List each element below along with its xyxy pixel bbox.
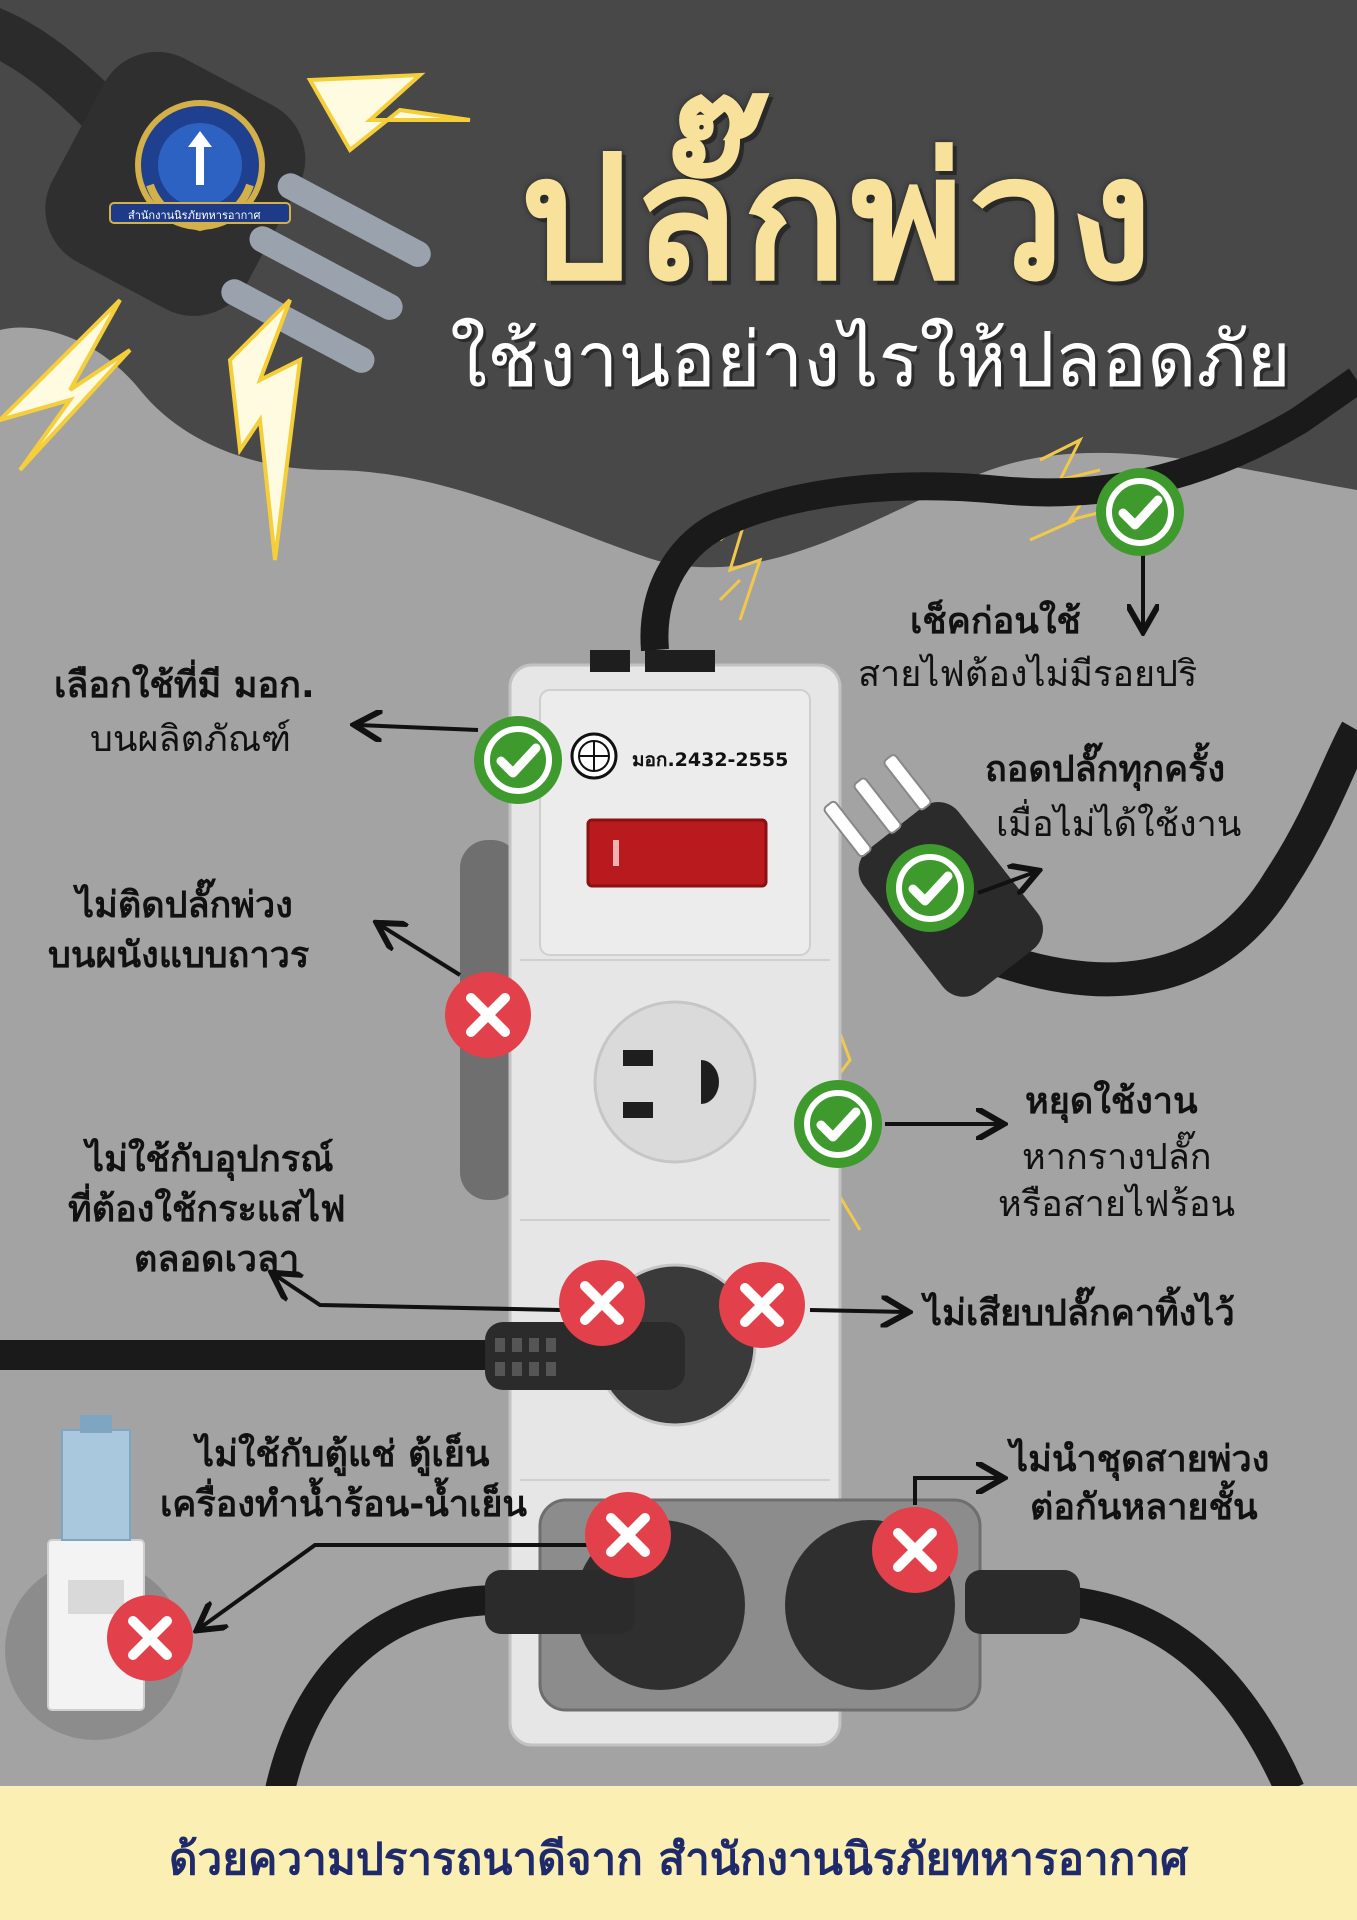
arrow <box>380 925 462 977</box>
bottom-cord <box>265 1585 1304 1797</box>
tis-code-label: มอก.2432-2555 <box>632 749 789 771</box>
tis-mark-icon <box>570 732 618 780</box>
outlet-socket <box>593 1000 757 1164</box>
tip-unplug-detail: เมื่อไม่ได้ใช้งาน <box>996 804 1242 845</box>
tip-chain-line1: ไม่นำชุดสายพ่วง <box>1010 1439 1270 1480</box>
page-subtitle: ใช้งานอย่างไรให้ปลอดภัย <box>450 315 1292 404</box>
cross-icon <box>445 972 531 1058</box>
cross-icon <box>585 1492 671 1578</box>
tip-check-detail: สายไฟต้องไม่มีรอยปริ <box>858 654 1198 695</box>
cross-icon <box>719 1262 805 1348</box>
dark-background <box>0 0 1357 568</box>
power-switch <box>586 818 768 888</box>
tip-hot-line1: หากรางปลั๊ก <box>1022 1137 1212 1178</box>
tip-chain-line2: ต่อกันหลายชั้น <box>1030 1487 1258 1528</box>
cross-icon <box>107 1595 193 1681</box>
tip-fridge-line2: เครื่องทำน้ำร้อน-น้ำเย็น <box>160 1484 528 1525</box>
tip-hot-line2: หรือสายไฟร้อน <box>998 1184 1236 1225</box>
arrow <box>913 1478 1000 1505</box>
tip-continuous-line3: ตลอดเวลา <box>134 1239 300 1280</box>
right-plug-cord <box>994 721 1357 997</box>
page-title: ปลั๊กพ่วง <box>520 118 1157 319</box>
cross-icon <box>559 1260 645 1346</box>
arrow <box>358 725 479 730</box>
lightning-icon <box>0 72 471 561</box>
tip-tis-heading: เลือกใช้ที่มี มอก. <box>54 665 315 706</box>
tip-hot-heading: หยุดใช้งาน <box>1025 1081 1198 1122</box>
check-icon <box>474 716 562 804</box>
strip-cord-top <box>640 368 1357 652</box>
tip-continuous-line1: ไม่ใช้กับอุปกรณ์ <box>86 1139 334 1180</box>
tip-tis-detail: บนผลิตภัณฑ์ <box>90 719 292 760</box>
tip-leave-plugged: ไม่เสียบปลั๊กคาทิ้งไว้ <box>924 1293 1235 1334</box>
tip-wall-line2: บนผนังแบบถาวร <box>48 935 310 976</box>
arrow <box>200 1543 590 1628</box>
tip-wall-line1: ไม่ติดปลั๊กพ่วง <box>76 885 293 926</box>
footer-banner: ด้วยความปรารถนาดีจาก สำนักงานนิรภัยทหารอ… <box>0 1786 1357 1920</box>
tip-fridge-line1: ไม่ใช้กับตู้แช่ ตู้เย็น <box>196 1434 490 1475</box>
arrow <box>809 1310 905 1312</box>
check-icon <box>794 1080 882 1168</box>
logo <box>109 100 291 232</box>
cross-icon <box>872 1507 958 1593</box>
tip-unplug-heading: ถอดปลั๊กทุกครั้ง <box>985 749 1226 790</box>
footer-text: ด้วยความปรารถนาดีจาก สำนักงานนิรภัยทหารอ… <box>168 1834 1189 1885</box>
arrow <box>275 1275 561 1312</box>
check-icon <box>886 844 974 932</box>
tip-continuous-line2: ที่ต้องใช้กระแสไฟ <box>68 1189 346 1230</box>
tip-check-heading: เช็คก่อนใช้ <box>910 601 1081 642</box>
arrow <box>977 872 1035 893</box>
check-icon <box>1096 468 1184 556</box>
water-dispenser-icon <box>5 1415 185 1740</box>
logo-text: สำนักงานนิรภัยทหารอากาศ <box>128 209 261 222</box>
